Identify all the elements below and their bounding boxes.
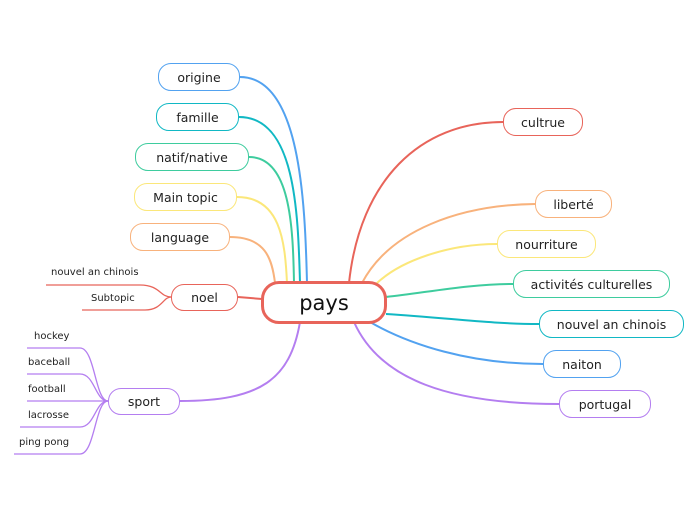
topic-activites-culturelles[interactable]: activités culturelles xyxy=(513,270,670,298)
edge-activites xyxy=(385,283,514,298)
topic-nourriture[interactable]: nourriture xyxy=(497,230,596,258)
edge-origine xyxy=(239,76,308,284)
edge-natif xyxy=(248,156,295,284)
topic-nouvel-an-chinois[interactable]: nouvel an chinois xyxy=(539,310,684,338)
edge-famille xyxy=(238,116,301,284)
topic-famille[interactable]: famille xyxy=(156,103,239,131)
root-topic[interactable]: pays xyxy=(261,281,387,324)
subtopic-noel-nouvel-an-chinois[interactable]: nouvel an chinois xyxy=(51,267,139,278)
topic-cultrue[interactable]: cultrue xyxy=(503,108,583,136)
subtopic-noel-subtopic[interactable]: Subtopic xyxy=(91,293,135,304)
edge-language xyxy=(229,236,276,284)
topic-liberte[interactable]: liberté xyxy=(535,190,612,218)
edge-sport-sub-1 xyxy=(27,347,109,402)
edge-nouvel-an xyxy=(385,313,540,325)
edge-noel xyxy=(237,296,263,300)
edge-sport-sub-2 xyxy=(27,373,109,402)
topic-sport[interactable]: sport xyxy=(108,388,180,415)
subtopic-sport-ping-pong[interactable]: ping pong xyxy=(19,437,70,448)
edge-nourriture xyxy=(374,243,498,286)
edge-liberte xyxy=(361,203,536,284)
edge-noel-sub-2 xyxy=(82,296,172,311)
edge-main-topic xyxy=(236,196,288,284)
edge-portugal xyxy=(353,321,560,405)
edge-naiton xyxy=(369,321,544,365)
topic-noel[interactable]: noel xyxy=(171,284,238,311)
edge-sport-sub-5 xyxy=(14,400,109,455)
topic-origine[interactable]: origine xyxy=(158,63,240,91)
topic-natif-native[interactable]: natif/native xyxy=(135,143,249,171)
edge-cultrue xyxy=(348,121,504,284)
subtopic-sport-lacrosse[interactable]: lacrosse xyxy=(28,410,69,421)
subtopic-sport-football[interactable]: football xyxy=(28,384,66,395)
topic-main-topic[interactable]: Main topic xyxy=(134,183,237,211)
edge-noel-sub-1 xyxy=(46,284,172,298)
topic-language[interactable]: language xyxy=(130,223,230,251)
topic-portugal[interactable]: portugal xyxy=(559,390,651,418)
subtopic-sport-baceball[interactable]: baceball xyxy=(28,357,71,368)
edge-sport xyxy=(179,321,301,402)
subtopic-sport-hockey[interactable]: hockey xyxy=(34,331,70,342)
topic-naiton[interactable]: naiton xyxy=(543,350,621,378)
